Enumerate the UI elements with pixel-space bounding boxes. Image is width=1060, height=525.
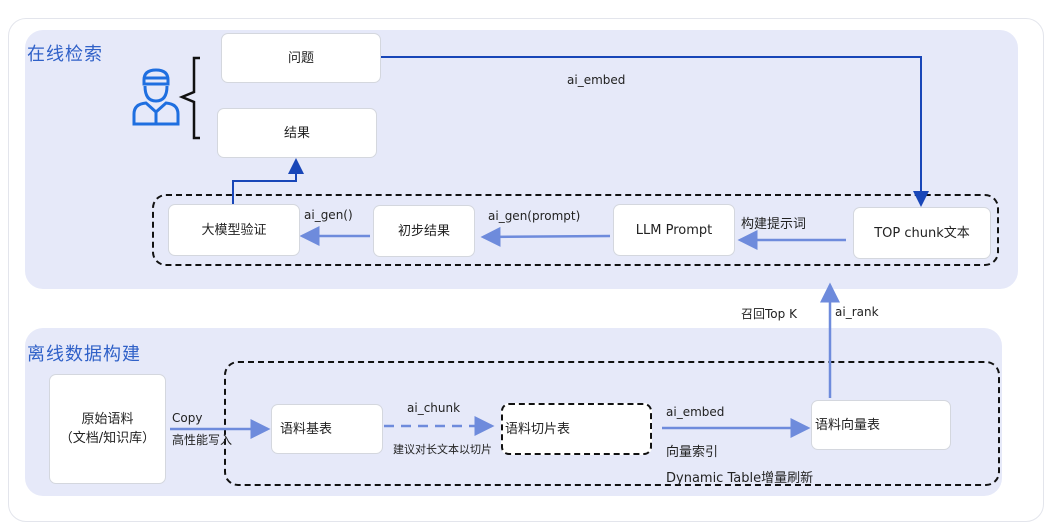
build-prompt-label: 构建提示词 <box>741 217 807 232</box>
online-retrieval-title: 在线检索 <box>27 44 103 65</box>
initial-result-box: 初步结果 <box>373 205 475 257</box>
corpus-base-label: 语料基表 <box>280 421 333 437</box>
raw-corpus-sublabel: （文档/知识库） <box>59 431 156 446</box>
ai-embed-bottom-label: ai_embed <box>666 405 725 419</box>
ai-gen-label: ai_gen() <box>304 208 353 222</box>
corpus-base-box: 语料基表 <box>271 404 383 454</box>
edge-prompt-to-initial <box>480 226 611 247</box>
question-label: 问题 <box>287 50 314 66</box>
generation-group <box>152 194 999 266</box>
brace-icon <box>178 56 200 140</box>
dynamic-table-group <box>224 361 1000 486</box>
edge-question-to-topchunk <box>381 56 929 207</box>
ai-gen-prompt-label: ai_gen(prompt) <box>488 209 581 223</box>
corpus-chunks-box: 语料切片表 <box>501 403 652 455</box>
vector-index-label: 向量索引 <box>666 445 719 460</box>
raw-corpus-label: 原始语料 <box>81 412 134 427</box>
corpus-vectors-label: 语料向量表 <box>815 417 881 433</box>
copy-label: Copy <box>172 411 203 425</box>
top-chunk-label: TOP chunk文本 <box>874 225 970 241</box>
ai-embed-top-label: ai_embed <box>567 73 626 87</box>
initial-result-label: 初步结果 <box>397 223 450 239</box>
dynamic-table-label: Dynamic Table增量刷新 <box>666 471 814 486</box>
corpus-vectors-box: 语料向量表 <box>811 400 951 450</box>
recall-topk-label: 召回Top K <box>741 307 797 321</box>
edge-verify-to-result <box>232 158 304 204</box>
raw-corpus-box: 原始语料 （文档/知识库） <box>49 374 166 484</box>
ai-rank-label: ai_rank <box>835 305 879 319</box>
question-box: 问题 <box>221 33 381 83</box>
user-icon <box>132 68 180 126</box>
result-box: 结果 <box>217 108 377 158</box>
result-label: 结果 <box>283 125 310 141</box>
llm-prompt-box: LLM Prompt <box>613 204 735 256</box>
corpus-chunks-label: 语料切片表 <box>505 421 571 437</box>
llm-prompt-label: LLM Prompt <box>635 222 713 238</box>
offline-build-title: 离线数据构建 <box>27 344 141 365</box>
top-chunk-box: TOP chunk文本 <box>853 207 991 259</box>
chunk-suggest-label: 建议对长文本以切片 <box>393 443 492 456</box>
ai-chunk-label: ai_chunk <box>407 401 461 415</box>
llm-verify-label: 大模型验证 <box>201 222 267 238</box>
llm-verify-box: 大模型验证 <box>168 204 300 256</box>
high-perf-write-label: 高性能写入 <box>172 433 233 447</box>
